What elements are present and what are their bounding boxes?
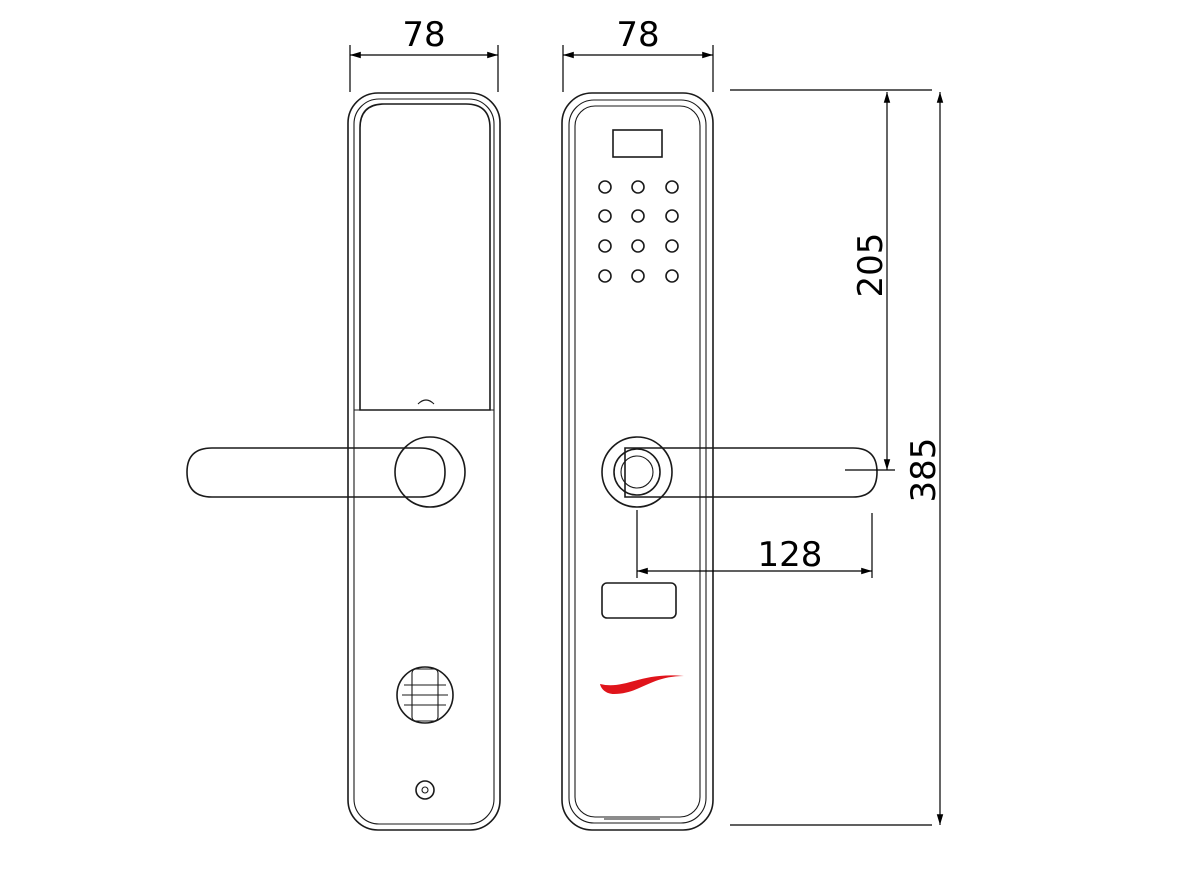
keypad-button <box>665 209 679 223</box>
dimension-label: 78 <box>616 15 659 55</box>
handle-rosette <box>394 436 466 508</box>
outer-handle <box>624 447 878 498</box>
outer-lock-body <box>561 92 878 831</box>
card-reader <box>601 582 677 619</box>
dimension-label: 78 <box>402 15 445 55</box>
fingerprint-sensor <box>613 448 661 496</box>
keypad-button <box>631 180 645 194</box>
keyhole-icon <box>415 780 435 800</box>
keypad-button <box>598 180 612 194</box>
dimension-label: 205 <box>851 233 891 298</box>
dimension-handle-spacing: 128 <box>636 510 873 578</box>
keypad-button <box>631 269 645 283</box>
keypad-button <box>598 209 612 223</box>
dimension-handle-height: 205 <box>851 92 891 470</box>
keypad-button <box>665 239 679 253</box>
keypad-button <box>631 209 645 223</box>
dimension-left-width: 78 <box>349 15 499 92</box>
dimension-right-width: 78 <box>562 15 714 92</box>
handle-rosette <box>601 436 673 508</box>
keypad-button <box>665 269 679 283</box>
inner-handle <box>186 447 446 498</box>
thumb-turn-icon <box>396 666 454 724</box>
inner-lock-body <box>186 92 501 831</box>
dimension-label: 128 <box>758 535 823 575</box>
dimension-total-height: 385 <box>904 92 944 825</box>
keypad-button <box>631 239 645 253</box>
keypad-button <box>598 269 612 283</box>
keypad <box>598 180 679 283</box>
dimension-label: 385 <box>904 438 944 503</box>
battery-cover <box>359 103 491 411</box>
keypad-button <box>665 180 679 194</box>
keypad-button <box>598 239 612 253</box>
display-window <box>612 129 663 158</box>
brand-logo <box>600 675 684 694</box>
